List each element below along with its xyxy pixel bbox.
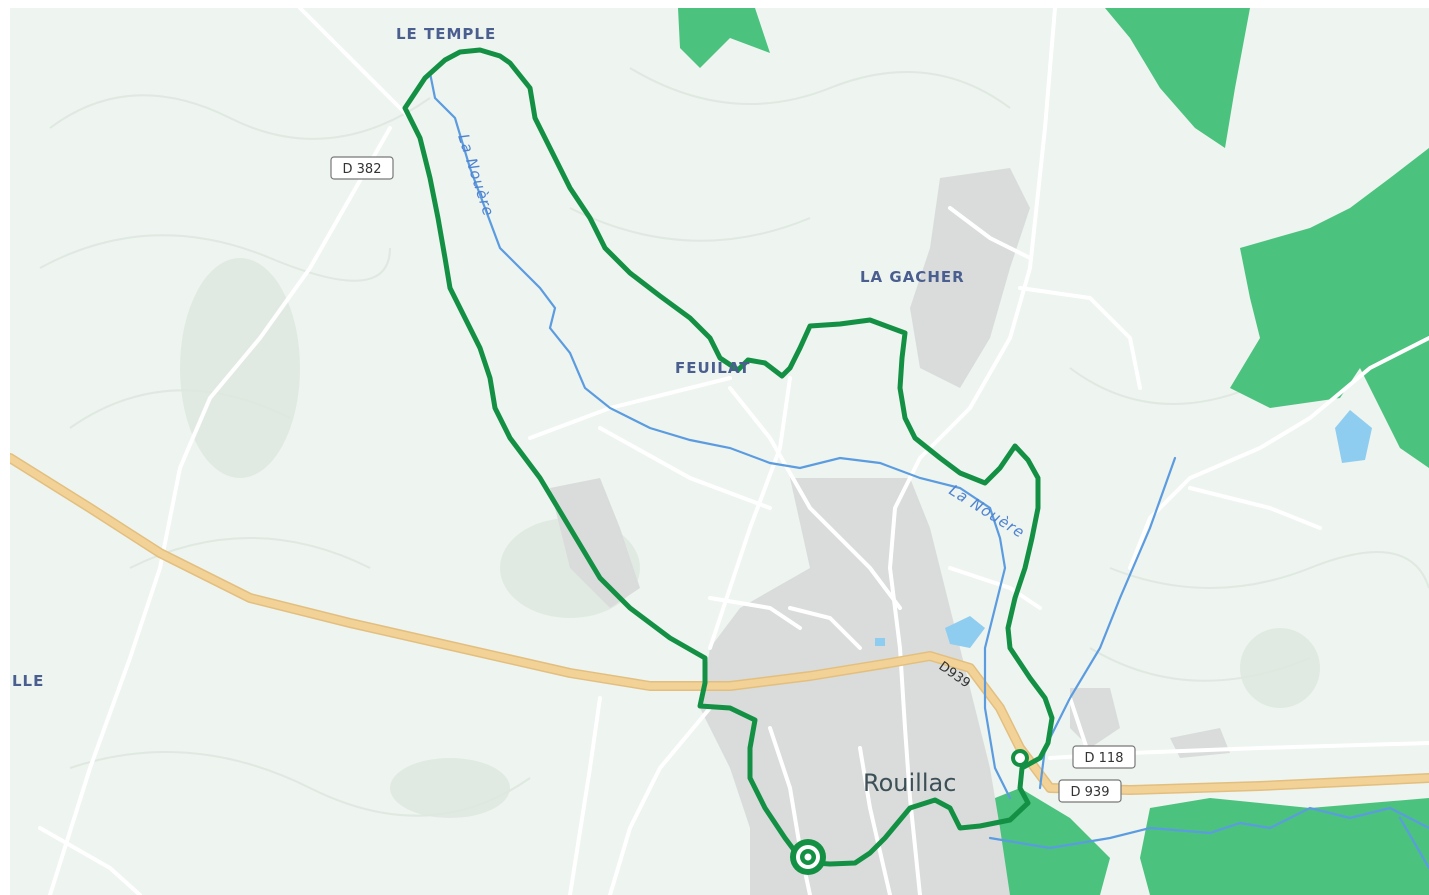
place-label-feuillat: FEUILAT: [675, 359, 751, 377]
pond-small: [875, 638, 885, 646]
river-south-branch: [1398, 816, 1429, 870]
place-label-la-gacher: LA GACHER: [860, 268, 965, 286]
forest-east: [1230, 148, 1429, 468]
road-shield-d382-label: D 382: [343, 162, 382, 177]
urban-areas: [550, 168, 1230, 895]
place-label-le-temple: LE TEMPLE: [396, 25, 496, 43]
river-south: [988, 806, 1429, 850]
forest-southeast: [1140, 798, 1429, 895]
route-start-marker-icon[interactable]: [790, 839, 826, 875]
road-shield-d118: D 118: [1072, 745, 1136, 769]
urban-la-gacher: [910, 168, 1030, 388]
major-road-d939: [10, 453, 1429, 795]
place-label-lle: LLE: [12, 672, 44, 690]
river-la-nouere: [428, 71, 1012, 800]
forest-northeast: [1105, 8, 1250, 148]
map-canvas[interactable]: LE TEMPLE LA GACHER FEUILAT LLE Rouillac…: [10, 8, 1429, 895]
urban-rouillac: [700, 478, 1010, 895]
forest-north: [678, 8, 770, 68]
road-shield-d939-label: D 939: [1071, 785, 1110, 800]
road-shield-d118-label: D 118: [1085, 751, 1124, 766]
pond-east: [1335, 410, 1372, 463]
road-shield-d382: D 382: [330, 156, 394, 180]
map-svg: LE TEMPLE LA GACHER FEUILAT LLE Rouillac…: [10, 8, 1429, 895]
route-junction-marker: [1011, 749, 1029, 767]
pond-center: [945, 616, 985, 648]
road-shield-d939: D 939: [1058, 779, 1122, 803]
route-path: [402, 47, 1055, 867]
ponds: [875, 410, 1372, 648]
urban-west: [550, 478, 640, 608]
town-label-rouillac: Rouillac: [863, 769, 956, 797]
